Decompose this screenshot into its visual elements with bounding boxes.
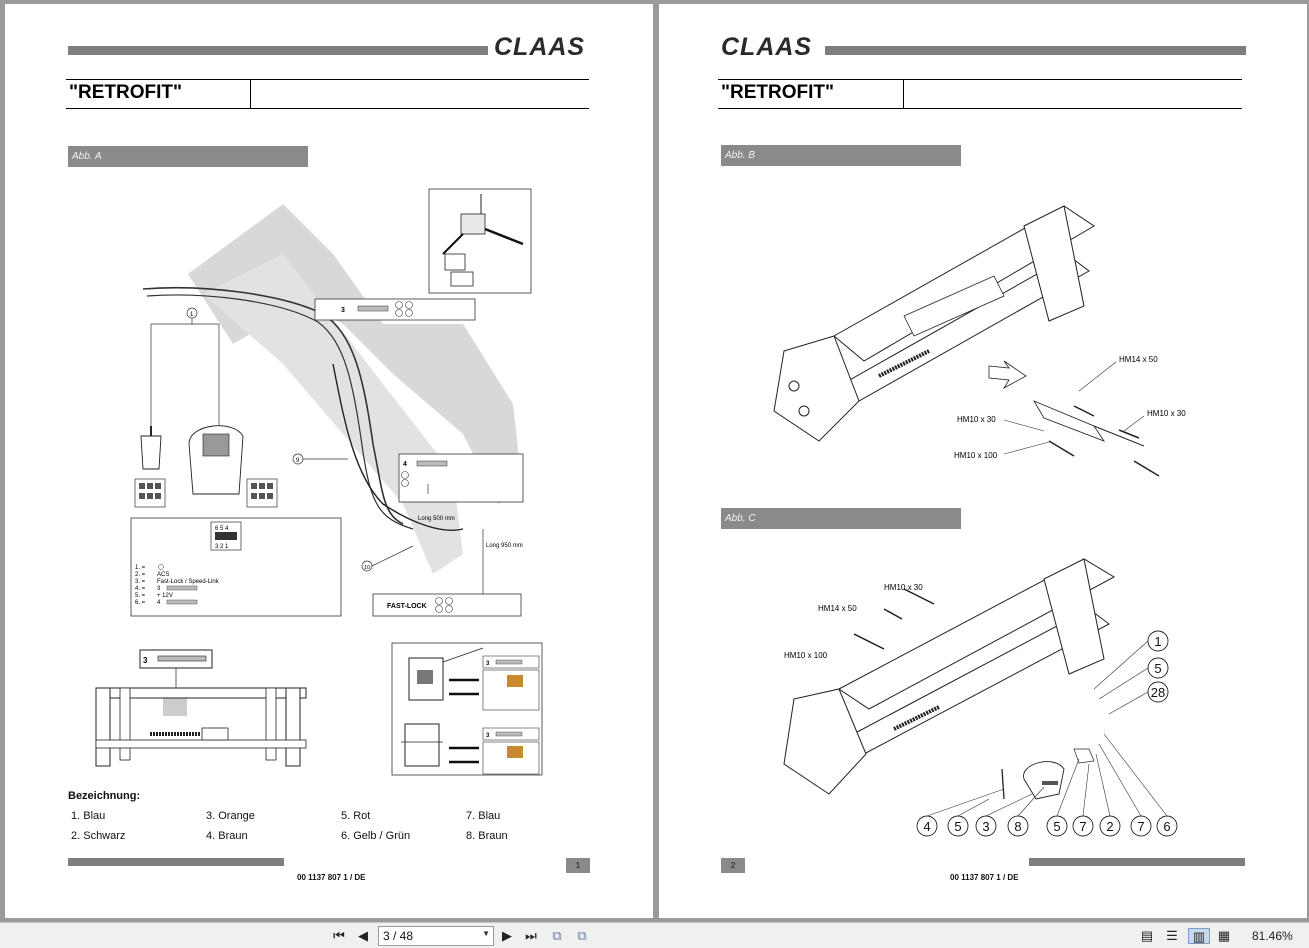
fig-c-label-hm10x100: HM10 x 100	[784, 651, 828, 660]
callout-10: 10	[364, 565, 370, 571]
legend-item-7: 7. Blau	[466, 810, 501, 822]
legend-item-1: 1. Blau	[71, 810, 106, 822]
header-box: "RETROFIT"	[718, 79, 1242, 109]
callout-bottom-6: 6	[1163, 819, 1170, 834]
claas-logo: CLAAS	[721, 33, 813, 61]
long-950-label: Long 950 mm	[486, 543, 523, 549]
legend-item-6: 6. Gelb / Grün	[341, 830, 411, 842]
fig-b-label-hm10x100: HM10 x 100	[954, 451, 998, 460]
callout-1: 1	[1154, 634, 1161, 649]
callout-bottom-5a: 5	[954, 819, 961, 834]
header-divider	[250, 80, 251, 109]
document-code: 00 1137 807 1 / DE	[950, 873, 1019, 882]
pin-line-2: 2. =	[135, 572, 146, 578]
document-code: 00 1137 807 1 / DE	[297, 873, 366, 882]
legend-item-8: 8. Braun	[466, 830, 508, 842]
pins-bottom: 3 2 1	[215, 544, 229, 550]
back-view-icon[interactable]: ⧉	[552, 928, 562, 943]
fastlock-label: FAST-LOCK	[387, 603, 427, 610]
previous-page-icon[interactable]: ◀	[358, 928, 368, 943]
first-page-icon[interactable]: ⏮	[333, 928, 345, 943]
frame-label-3: 3	[143, 656, 148, 665]
figure-a-diagram: 3 1 9 6 5 4 3 2 1 1. = 2. = 3. =	[130, 188, 532, 617]
zoom-level[interactable]: 81.46%	[1252, 929, 1293, 943]
legend-title: Bezeichnung:	[68, 790, 141, 802]
legend-item-2: 2. Schwarz	[71, 830, 126, 842]
figure-b-label: Abb. B	[721, 145, 961, 166]
page-number: 2	[721, 858, 745, 873]
callout-5: 5	[1154, 661, 1161, 676]
continuous-icon[interactable]: ☰	[1166, 928, 1178, 943]
page-number-field[interactable]: 3 / 48 ▼	[378, 926, 494, 946]
forward-view-icon[interactable]: ⧉	[577, 928, 587, 943]
right-page: CLAAS "RETROFIT" Abb. B HM14 x 50 HM10 x…	[659, 4, 1307, 918]
panel-label-3a: 3	[486, 661, 490, 667]
page-field-value: 3 / 48	[383, 929, 414, 943]
footer-rule	[1029, 858, 1245, 866]
pin-line-1: 1. =	[135, 565, 146, 571]
chevron-down-icon[interactable]: ▼	[482, 929, 490, 938]
pins-top: 6 5 4	[215, 526, 229, 532]
frame-diagram: 3	[95, 649, 307, 767]
label-3: 3	[341, 307, 345, 314]
panel-label-3b: 3	[486, 733, 490, 739]
callout-bottom-7b: 7	[1137, 819, 1144, 834]
pin-val-12v: + 12V	[157, 593, 173, 599]
next-page-icon[interactable]: ▶	[502, 928, 512, 943]
left-page: CLAAS "RETROFIT" Abb. A 3 1	[5, 4, 653, 918]
header-box: "RETROFIT"	[66, 79, 589, 109]
page-title: "RETROFIT"	[69, 82, 183, 103]
connector-diagram: 3 3	[391, 642, 543, 776]
figure-c-diagram: HM10 x 30 HM14 x 50 HM10 x 100 1 5 28 4 …	[783, 558, 1178, 837]
fig-c-label-hm10x30: HM10 x 30	[884, 583, 923, 592]
figure-c-label: Abb. C	[721, 508, 961, 529]
legend-item-4: 4. Braun	[206, 830, 248, 842]
pin-val-acs: ACS	[157, 572, 169, 578]
long-500-label: Long 500 mm	[418, 516, 455, 522]
callout-28: 28	[1151, 685, 1165, 700]
single-page-icon[interactable]: ▤	[1140, 928, 1154, 943]
label-4: 4	[403, 461, 407, 468]
callout-bottom-2: 2	[1106, 819, 1113, 834]
pin-val-3: 3	[157, 586, 161, 592]
fig-c-label-hm14x50: HM14 x 50	[818, 604, 857, 613]
legend-item-3: 3. Orange	[206, 810, 255, 822]
callout-bottom-8: 8	[1014, 819, 1021, 834]
facing-icon[interactable]: ▥	[1188, 928, 1210, 944]
figure-a-label: Abb. A	[68, 146, 308, 167]
fig-b-label-hm10x30-left: HM10 x 30	[957, 415, 996, 424]
callout-bottom-5b: 5	[1053, 819, 1060, 834]
callout-bottom-7a: 7	[1079, 819, 1086, 834]
pin-line-3: 3. =	[135, 579, 146, 585]
footer-rule	[68, 858, 284, 866]
figure-b-diagram: HM14 x 50 HM10 x 30 HM10 x 30 HM10 x 100	[773, 205, 1186, 477]
callout-1: 1	[190, 312, 194, 318]
callout-bottom-3: 3	[982, 819, 989, 834]
fig-b-label-hm14x50: HM14 x 50	[1119, 355, 1158, 364]
page-number: 1	[566, 858, 590, 873]
callout-bottom-4: 4	[923, 819, 930, 834]
header-divider	[903, 80, 904, 109]
header-rule	[825, 46, 1246, 55]
pin-val-4: 4	[157, 600, 161, 606]
callout-9: 9	[296, 458, 300, 464]
header-rule	[68, 46, 488, 55]
continuous-facing-icon[interactable]: ▦	[1217, 928, 1231, 943]
fig-b-label-hm10x30-right: HM10 x 30	[1147, 409, 1186, 418]
pin-line-5: 5. =	[135, 593, 146, 599]
page-title: "RETROFIT"	[721, 82, 835, 103]
claas-logo: CLAAS	[494, 33, 586, 61]
last-page-icon[interactable]: ⏭	[525, 928, 537, 943]
pin-line-6: 6. =	[135, 600, 146, 606]
pin-line-4: 4. =	[135, 586, 146, 592]
pin-val-fastlock: Fast-Lock / Speed-Link	[157, 579, 220, 585]
viewer-toolbar: ⏮ ◀ 3 / 48 ▼ ▶ ⏭ ⧉ ⧉ ▤ ☰ ▥ ▦ 81.46%	[0, 922, 1309, 948]
legend-item-5: 5. Rot	[341, 810, 371, 822]
